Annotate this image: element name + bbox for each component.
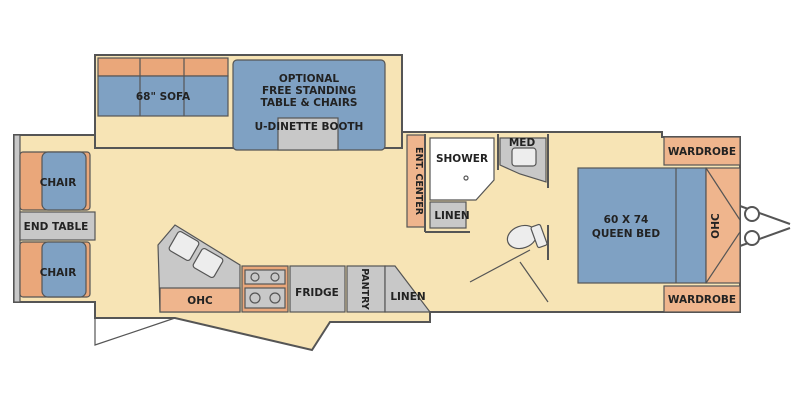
sofa-label: 68" SOFA — [136, 91, 191, 103]
front-ohc — [705, 167, 741, 284]
wardrobe-bottom-label: WARDROBE — [668, 294, 736, 306]
dinette-optional-label: OPTIONAL — [279, 73, 340, 85]
shower-drain-icon — [463, 175, 469, 181]
chair-top — [19, 151, 91, 211]
queen-bed — [577, 167, 707, 284]
kitchen-ohc-label: OHC — [187, 295, 213, 307]
entry-door-swing — [94, 317, 176, 346]
bed-size-label: 60 X 74 — [604, 214, 649, 226]
med-label: MED — [509, 137, 536, 149]
u-dinette-booth — [232, 59, 386, 151]
bathroom-walls — [424, 134, 549, 260]
front-ohc-label: OHC — [710, 213, 722, 239]
dinette-table-chairs-label: TABLE & CHAIRS — [261, 97, 358, 109]
door-swings — [469, 249, 549, 303]
kitchen-ohc — [159, 287, 241, 313]
front-cap-edge — [13, 134, 21, 303]
dinette-booth-label: U-DINETTE BOOTH — [255, 121, 364, 133]
wardrobe-top — [663, 136, 741, 166]
hall-linen — [384, 265, 432, 313]
chair-bottom-label: CHAIR — [40, 267, 77, 279]
bed-type-label: QUEEN BED — [592, 228, 660, 240]
dinette-free-standing-label: FREE STANDING — [262, 85, 356, 97]
pantry — [346, 265, 386, 313]
burner-icon — [249, 272, 281, 304]
kitchen-sink-icon — [168, 230, 224, 279]
chair-top-label: CHAIR — [40, 177, 77, 189]
wardrobe-bottom — [663, 285, 741, 313]
hitch-icon — [739, 205, 791, 247]
ent-center-label: ENT. CENTER — [413, 147, 424, 216]
bath-linen-label: LINEN — [434, 210, 469, 222]
pantry-label: PANTRY — [359, 268, 370, 310]
toilet-icon — [506, 223, 548, 250]
hall-linen-label: LINEN — [390, 291, 425, 303]
fridge-label: FRIDGE — [295, 287, 339, 299]
chair-bottom — [19, 241, 91, 298]
sofa — [97, 57, 229, 117]
stove — [241, 265, 289, 313]
end-table — [19, 211, 96, 241]
end-table-label: END TABLE — [24, 221, 89, 233]
wardrobe-top-label: WARDROBE — [668, 146, 736, 158]
fridge — [289, 265, 346, 313]
bath-sink-icon — [511, 147, 537, 167]
bath-linen — [429, 201, 467, 229]
shower — [429, 137, 495, 201]
shower-label: SHOWER — [436, 153, 488, 165]
